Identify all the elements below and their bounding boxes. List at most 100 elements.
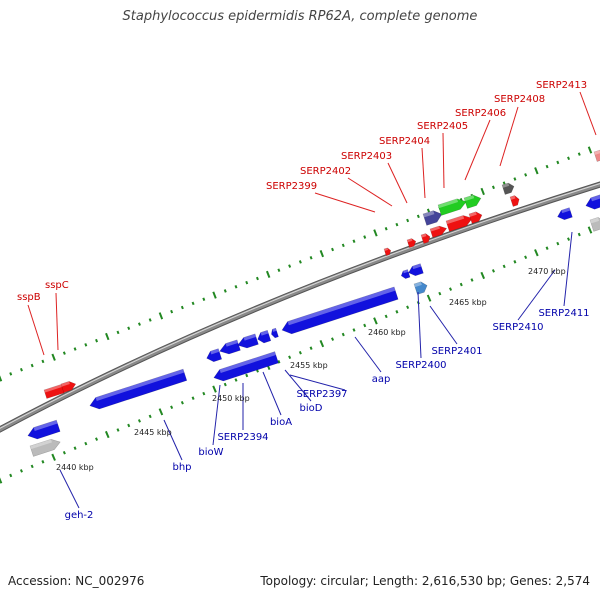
minor-tick: [449, 287, 453, 291]
label-SERP2403: SERP2403: [341, 151, 392, 162]
leader-bioA: [262, 371, 282, 416]
gene-SERP2397-shine: [219, 351, 276, 373]
gene-grey-right: [589, 217, 600, 232]
minor-tick: [84, 441, 88, 446]
major-tick: [51, 353, 56, 361]
label-SERP2402: SERP2402: [300, 166, 351, 177]
backbone-highlight: [0, 183, 600, 429]
minor-tick: [9, 473, 13, 478]
minor-tick: [438, 291, 442, 296]
gene-geh2-grey: [29, 438, 61, 457]
gene-aap: [281, 286, 399, 335]
major-tick: [0, 375, 3, 382]
gene-aap-shine: [287, 286, 396, 326]
minor-tick: [288, 355, 292, 360]
minor-tick: [202, 297, 206, 301]
leader-SERP2400: [417, 291, 422, 359]
gene-SERP2405: [445, 215, 473, 232]
minor-tick: [384, 314, 388, 319]
minor-tick: [137, 322, 141, 326]
gene-SERP2399-shine: [384, 247, 389, 251]
minor-tick: [545, 246, 549, 250]
minor-tick: [395, 310, 399, 314]
map-title: Staphylococcus epidermidis RP62A, comple…: [122, 9, 478, 24]
label-SERP2408: SERP2408: [494, 94, 545, 105]
minor-tick: [384, 227, 388, 231]
gene-lightblue: [413, 281, 428, 295]
minor-tick: [62, 450, 66, 455]
gene-grey-right-shine: [590, 217, 600, 224]
inner-tick-track: [0, 226, 593, 484]
major-tick: [105, 332, 110, 341]
leader-bioD: [284, 369, 312, 402]
major-tick: [587, 226, 593, 234]
major-tick: [212, 291, 217, 299]
gene-geh-2-shine: [33, 420, 58, 431]
minor-tick: [567, 156, 571, 161]
minor-tick: [556, 241, 560, 246]
tick-label: 2450 kbp: [212, 394, 250, 403]
label-bioD: bioD: [300, 403, 323, 414]
minor-tick: [524, 255, 528, 260]
label-SERP2404: SERP2404: [379, 136, 430, 147]
minor-tick: [41, 460, 45, 464]
tick-label: 2455 kbp: [290, 361, 328, 370]
gene-green-2: [463, 194, 482, 209]
leader-SERP2405: [442, 132, 445, 189]
minor-tick: [395, 222, 399, 227]
gene-SERP2404-shine: [430, 226, 440, 232]
major-tick: [319, 250, 325, 258]
gene-SERP2406: [468, 211, 483, 224]
minor-tick: [331, 247, 335, 252]
minor-tick: [148, 318, 152, 322]
leader-SERP2403: [387, 162, 408, 204]
label-aap: aap: [372, 374, 391, 385]
major-tick: [158, 312, 164, 320]
minor-tick: [491, 185, 495, 190]
minor-tick: [255, 276, 259, 281]
tick-label: 2440 kbp: [56, 463, 94, 472]
minor-tick: [502, 264, 506, 269]
gene-bioW: [206, 348, 223, 363]
minor-tick: [19, 367, 23, 372]
tick-label: 2470 kbp: [528, 267, 566, 276]
label-SERP2406: SERP2406: [455, 108, 506, 119]
gene-SERP2402: [406, 238, 417, 248]
leader-SERP2397: [289, 374, 346, 391]
label-geh-2: geh-2: [65, 510, 94, 521]
label-SERP2400: SERP2400: [395, 360, 446, 371]
minor-tick: [298, 260, 302, 264]
minor-tick: [116, 428, 120, 432]
minor-tick: [170, 309, 174, 314]
major-tick: [426, 294, 432, 302]
minor-tick: [191, 301, 195, 306]
gene-SERP2400: [400, 269, 411, 279]
tick-label: 2460 kbp: [368, 328, 406, 337]
minor-tick: [62, 351, 66, 355]
major-tick: [587, 146, 593, 154]
minor-tick: [19, 469, 23, 473]
leader-SERP2413: [579, 91, 597, 136]
minor-tick: [277, 268, 281, 272]
leader-sspC: [55, 292, 59, 351]
label-SERP2410: SERP2410: [492, 322, 543, 333]
gene-purple: [422, 210, 443, 226]
gene-SERP2394-shine: [243, 333, 257, 341]
gene-bioW-2: [219, 339, 241, 355]
label-sspB: sspB: [17, 292, 41, 303]
minor-tick: [95, 437, 99, 441]
minor-tick: [567, 237, 571, 241]
minor-tick: [170, 405, 174, 410]
minor-tick: [416, 214, 420, 219]
minor-tick: [341, 332, 345, 337]
gene-bioW-2-shine: [225, 339, 239, 347]
gene-SERP2408-dark-shine: [502, 182, 510, 188]
gene-sspB-shine: [44, 384, 62, 393]
minor-tick: [556, 160, 560, 165]
leader-aap: [354, 336, 382, 373]
gene-SERP2403-shine: [421, 233, 427, 238]
leader-SERP2402: [347, 177, 393, 207]
minor-tick: [406, 305, 410, 310]
gene-sspC: [60, 381, 77, 393]
